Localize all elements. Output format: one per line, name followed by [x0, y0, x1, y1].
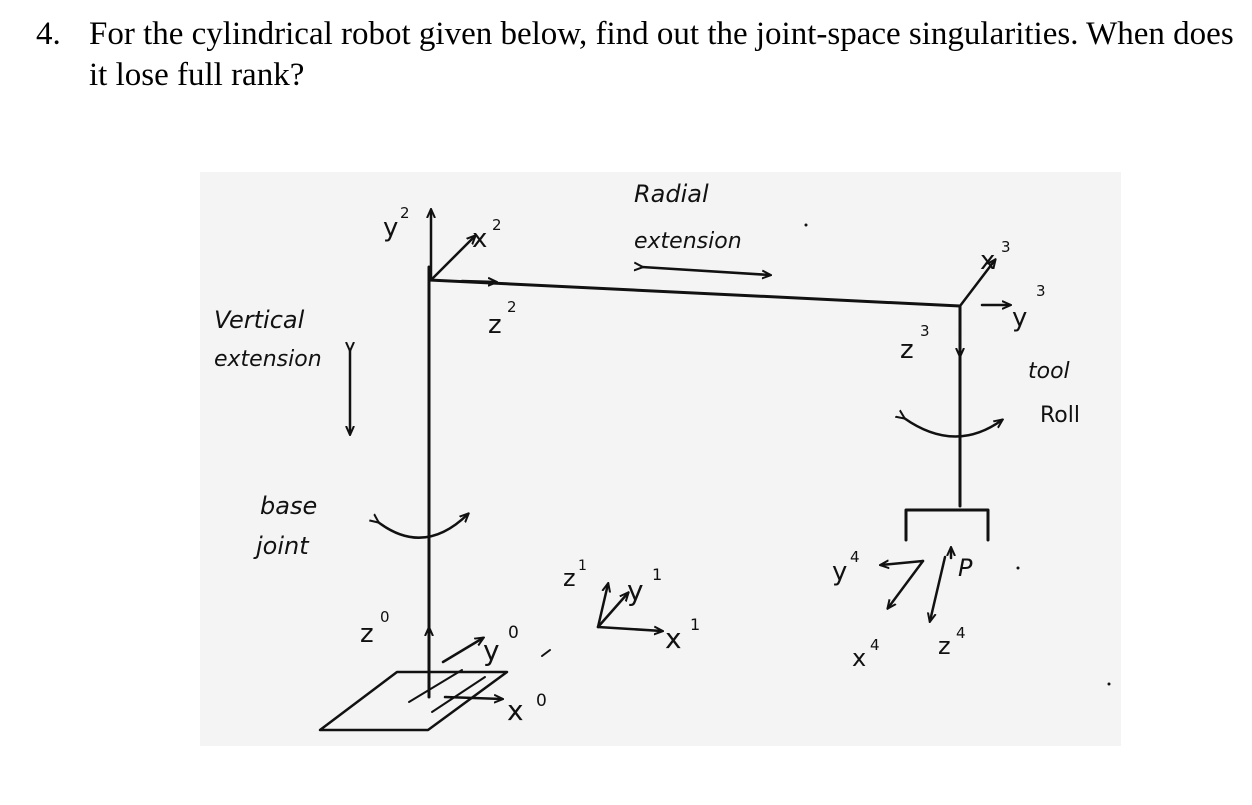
- label-x4: x: [852, 644, 866, 672]
- label-y1: y: [627, 574, 644, 607]
- label-y1-sup: 1: [652, 565, 662, 584]
- x0-axis-arrow: [443, 697, 502, 699]
- label-x0-sup: 0: [536, 691, 547, 711]
- x3-axis-arrow: [958, 260, 995, 308]
- robot-sketch: y 2 x 2 z 2 Radial extension x 3 y 3 z 3…: [200, 172, 1121, 746]
- label-base: base: [260, 492, 317, 520]
- label-p: P: [958, 554, 973, 582]
- y1-axis-arrow: [596, 593, 628, 629]
- question-number: 4.: [36, 16, 61, 52]
- label-y4: y: [832, 557, 847, 587]
- label-z4-sup: 4: [956, 624, 966, 642]
- label-x3-sup: 3: [1001, 238, 1011, 256]
- label-z1-sup: 1: [578, 558, 587, 574]
- label-x1: x: [665, 622, 682, 655]
- label-x2-sup: 2: [492, 216, 502, 234]
- label-y4-sup: 4: [850, 548, 860, 566]
- label-z0-sup: 0: [380, 608, 390, 626]
- label-x0: x: [507, 694, 524, 727]
- label-x3: x: [980, 246, 995, 276]
- radial-arm: [427, 278, 962, 308]
- y4-axis-arrow: [881, 561, 925, 565]
- tool-roll-arc: [904, 418, 1002, 438]
- base-joint-arc: [378, 514, 468, 539]
- gripper: [904, 508, 990, 542]
- axis-dash: [541, 649, 551, 657]
- label-x1-sup: 1: [690, 615, 700, 634]
- base-plate-hatch: [408, 669, 486, 713]
- z1-axis-arrow: [596, 584, 608, 629]
- label-z2-sup: 2: [507, 298, 517, 316]
- label-z3: z: [900, 335, 914, 365]
- label-x4-sup: 4: [870, 636, 880, 654]
- label-radial: Radial: [634, 180, 709, 208]
- stray-dot: [1016, 566, 1020, 570]
- label-y3-sup: 3: [1036, 282, 1046, 300]
- label-x2: x: [472, 224, 487, 254]
- y0-axis-arrow: [441, 638, 483, 664]
- label-tool: tool: [1028, 359, 1070, 384]
- x2-axis-arrow: [429, 236, 475, 282]
- stray-dot: [1107, 682, 1111, 686]
- label-extension-vertical: extension: [214, 347, 322, 372]
- label-y0-sup: 0: [508, 623, 519, 643]
- label-z4: z: [938, 632, 951, 660]
- label-joint: joint: [253, 532, 310, 560]
- label-extension-radial: extension: [634, 229, 742, 254]
- question-text: For the cylindrical robot given below, f…: [89, 16, 1234, 93]
- label-z2: z: [488, 310, 502, 340]
- label-z3-sup: 3: [920, 322, 930, 340]
- x1-axis-arrow: [596, 627, 662, 631]
- x4-axis-arrow: [888, 559, 925, 608]
- label-y0: y: [483, 634, 500, 667]
- z2-axis-arrow: [460, 281, 496, 282]
- label-vertical: Vertical: [214, 306, 305, 334]
- label-z1: z: [563, 564, 576, 592]
- label-z0: z: [360, 619, 374, 649]
- robot-diagram: y 2 x 2 z 2 Radial extension x 3 y 3 z 3…: [200, 172, 1121, 746]
- radial-extension-arrow: [642, 267, 770, 275]
- label-y3: y: [1012, 303, 1027, 333]
- base-plate: [318, 670, 509, 732]
- stray-dot: [804, 223, 808, 227]
- label-y2-sup: 2: [400, 204, 410, 222]
- label-roll: Roll: [1040, 403, 1080, 428]
- label-y2: y: [383, 213, 398, 243]
- z4-axis-arrow: [930, 555, 947, 621]
